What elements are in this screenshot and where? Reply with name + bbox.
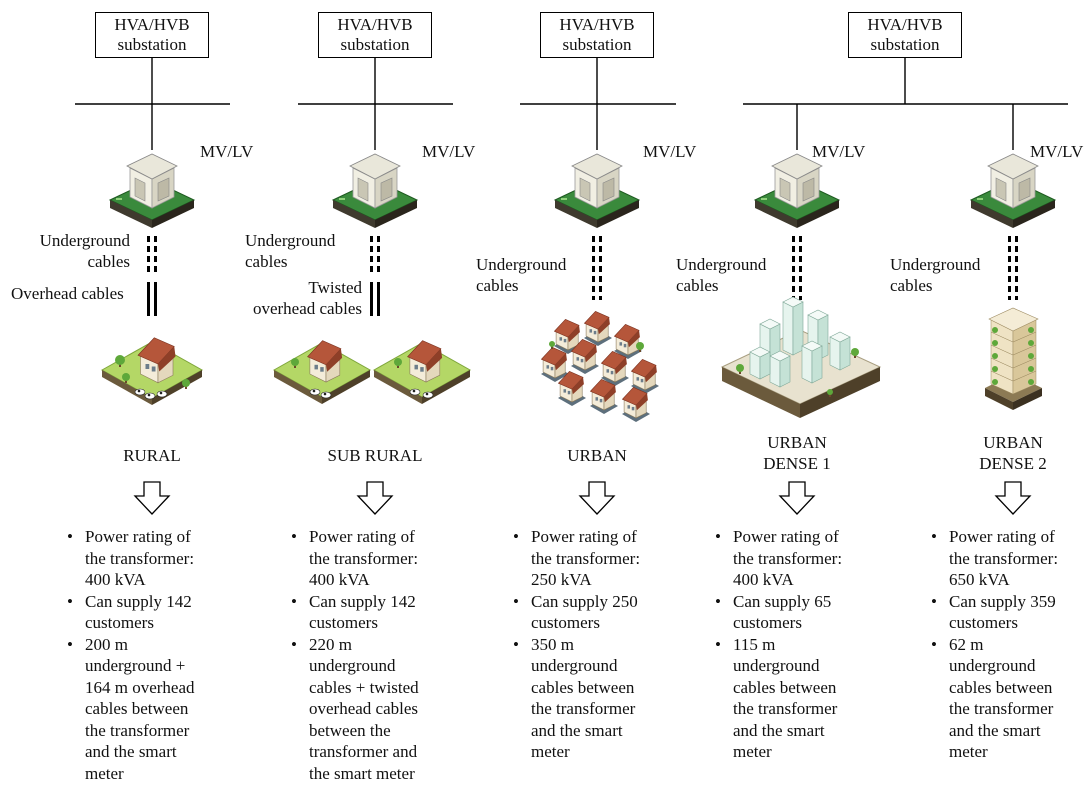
spec-list-item-text: Power rating of the transformer: 400 kVA [85, 527, 195, 589]
spec-list-item-text: 350 m underground cables between the tra… [531, 634, 636, 762]
spec-list: Power rating of the transformer: 650 kVA… [928, 526, 1058, 763]
urban-dense-1-area-illustration [720, 296, 882, 418]
spec-list: Power rating of the transformer: 400 kVA… [64, 526, 195, 784]
spec-list-item: 200 m underground + 164 m overhead cable… [64, 634, 195, 785]
cable-label-underground: Underground cables [676, 255, 767, 295]
underground-cable-2 [370, 236, 380, 272]
spec-list-item-text: Power rating of the transformer: 400 kVA [309, 527, 419, 589]
area-label: URBAN DENSE 1 [763, 433, 831, 473]
area-label: URBAN DENSE 2 [979, 433, 1047, 473]
underground-cable-1 [147, 236, 157, 272]
mvlv-kiosk-icon [753, 153, 841, 228]
spec-list-item: Power rating of the transformer: 250 kVA [510, 526, 640, 591]
mvlv-label: MV/LV [422, 142, 476, 161]
down-arrow [994, 481, 1032, 515]
mvlv-kiosk-icon [969, 153, 1057, 228]
spec-list-item-text: 62 m underground cables between the tran… [949, 634, 1054, 762]
spec-list-item: 220 m underground cables + twisted overh… [288, 634, 419, 785]
cable-label-underground: Underground cables [39, 231, 130, 271]
spec-list: Power rating of the transformer: 400 kVA… [712, 526, 842, 763]
substation-box-sub-rural: HVA/HVB substation [318, 12, 432, 58]
mvlv-label: MV/LV [1030, 142, 1084, 161]
down-arrow [778, 481, 816, 515]
spec-list-item-text: Power rating of the transformer: 650 kVA [949, 527, 1059, 589]
cable-label-underground: Underground cables [245, 231, 336, 271]
spec-list-item: Power rating of the transformer: 650 kVA [928, 526, 1058, 591]
spec-list-item-text: Power rating of the transformer: 250 kVA [531, 527, 641, 589]
mvlv-label: MV/LV [200, 142, 254, 161]
mvlv-label: MV/LV [643, 142, 697, 161]
down-arrow [356, 481, 394, 515]
sub-rural-area-illustration [272, 340, 472, 404]
underground-cable-5 [1008, 236, 1018, 300]
overhead-cable-1 [147, 282, 157, 316]
area-label: URBAN [567, 446, 627, 465]
spec-list-item-text: Can supply 142 customers [309, 591, 416, 633]
substation-box-rural: HVA/HVB substation [95, 12, 209, 58]
urban-area-illustration [540, 310, 659, 422]
overhead-cable-2 [370, 282, 380, 316]
spec-list-item: Can supply 359 customers [928, 591, 1058, 634]
area-label: RURAL [123, 446, 181, 465]
cable-label-twisted-overhead: Twisted overhead cables [252, 278, 362, 318]
spec-list-item-text: 220 m underground cables + twisted overh… [309, 634, 419, 783]
spec-list-item-text: Can supply 65 customers [733, 591, 832, 633]
spec-list-item: Can supply 142 customers [64, 591, 195, 634]
mvlv-kiosk-icon [553, 153, 641, 228]
spec-list-item-text: Can supply 359 customers [949, 591, 1056, 633]
spec-list-item-text: Power rating of the transformer: 400 kVA [733, 527, 843, 589]
underground-cable-3 [592, 236, 602, 300]
cable-label-underground: Underground cables [476, 255, 567, 295]
spec-list-item: 62 m underground cables between the tran… [928, 634, 1058, 763]
rural-area-illustration [100, 337, 204, 405]
area-label: SUB RURAL [327, 446, 423, 465]
underground-cable-4 [792, 236, 802, 300]
cable-label-overhead: Overhead cables [11, 284, 124, 303]
spec-list-item-text: Can supply 142 customers [85, 591, 192, 633]
spec-list-item: 350 m underground cables between the tra… [510, 634, 640, 763]
down-arrow [578, 481, 616, 515]
substation-box-urban: HVA/HVB substation [540, 12, 654, 58]
mvlv-kiosk-icon [108, 153, 196, 228]
spec-list-item: Can supply 65 customers [712, 591, 842, 634]
spec-list: Power rating of the transformer: 250 kVA… [510, 526, 640, 763]
spec-list-item: Power rating of the transformer: 400 kVA [288, 526, 419, 591]
spec-list-item: Power rating of the transformer: 400 kVA [64, 526, 195, 591]
mvlv-label: MV/LV [812, 142, 866, 161]
spec-list-item-text: 115 m underground cables between the tra… [733, 634, 838, 762]
urban-dense-2-area-illustration [985, 307, 1042, 410]
spec-list-item: Can supply 250 customers [510, 591, 640, 634]
spec-list: Power rating of the transformer: 400 kVA… [288, 526, 419, 784]
substation-box-urban-dense: HVA/HVB substation [848, 12, 962, 58]
cable-label-underground: Underground cables [890, 255, 981, 295]
spec-list-item-text: Can supply 250 customers [531, 591, 638, 633]
down-arrow [133, 481, 171, 515]
spec-list-item-text: 200 m underground + 164 m overhead cable… [85, 634, 195, 783]
spec-list-item: Power rating of the transformer: 400 kVA [712, 526, 842, 591]
spec-list-item: Can supply 142 customers [288, 591, 419, 634]
mvlv-kiosk-icon [331, 153, 419, 228]
spec-list-item: 115 m underground cables between the tra… [712, 634, 842, 763]
